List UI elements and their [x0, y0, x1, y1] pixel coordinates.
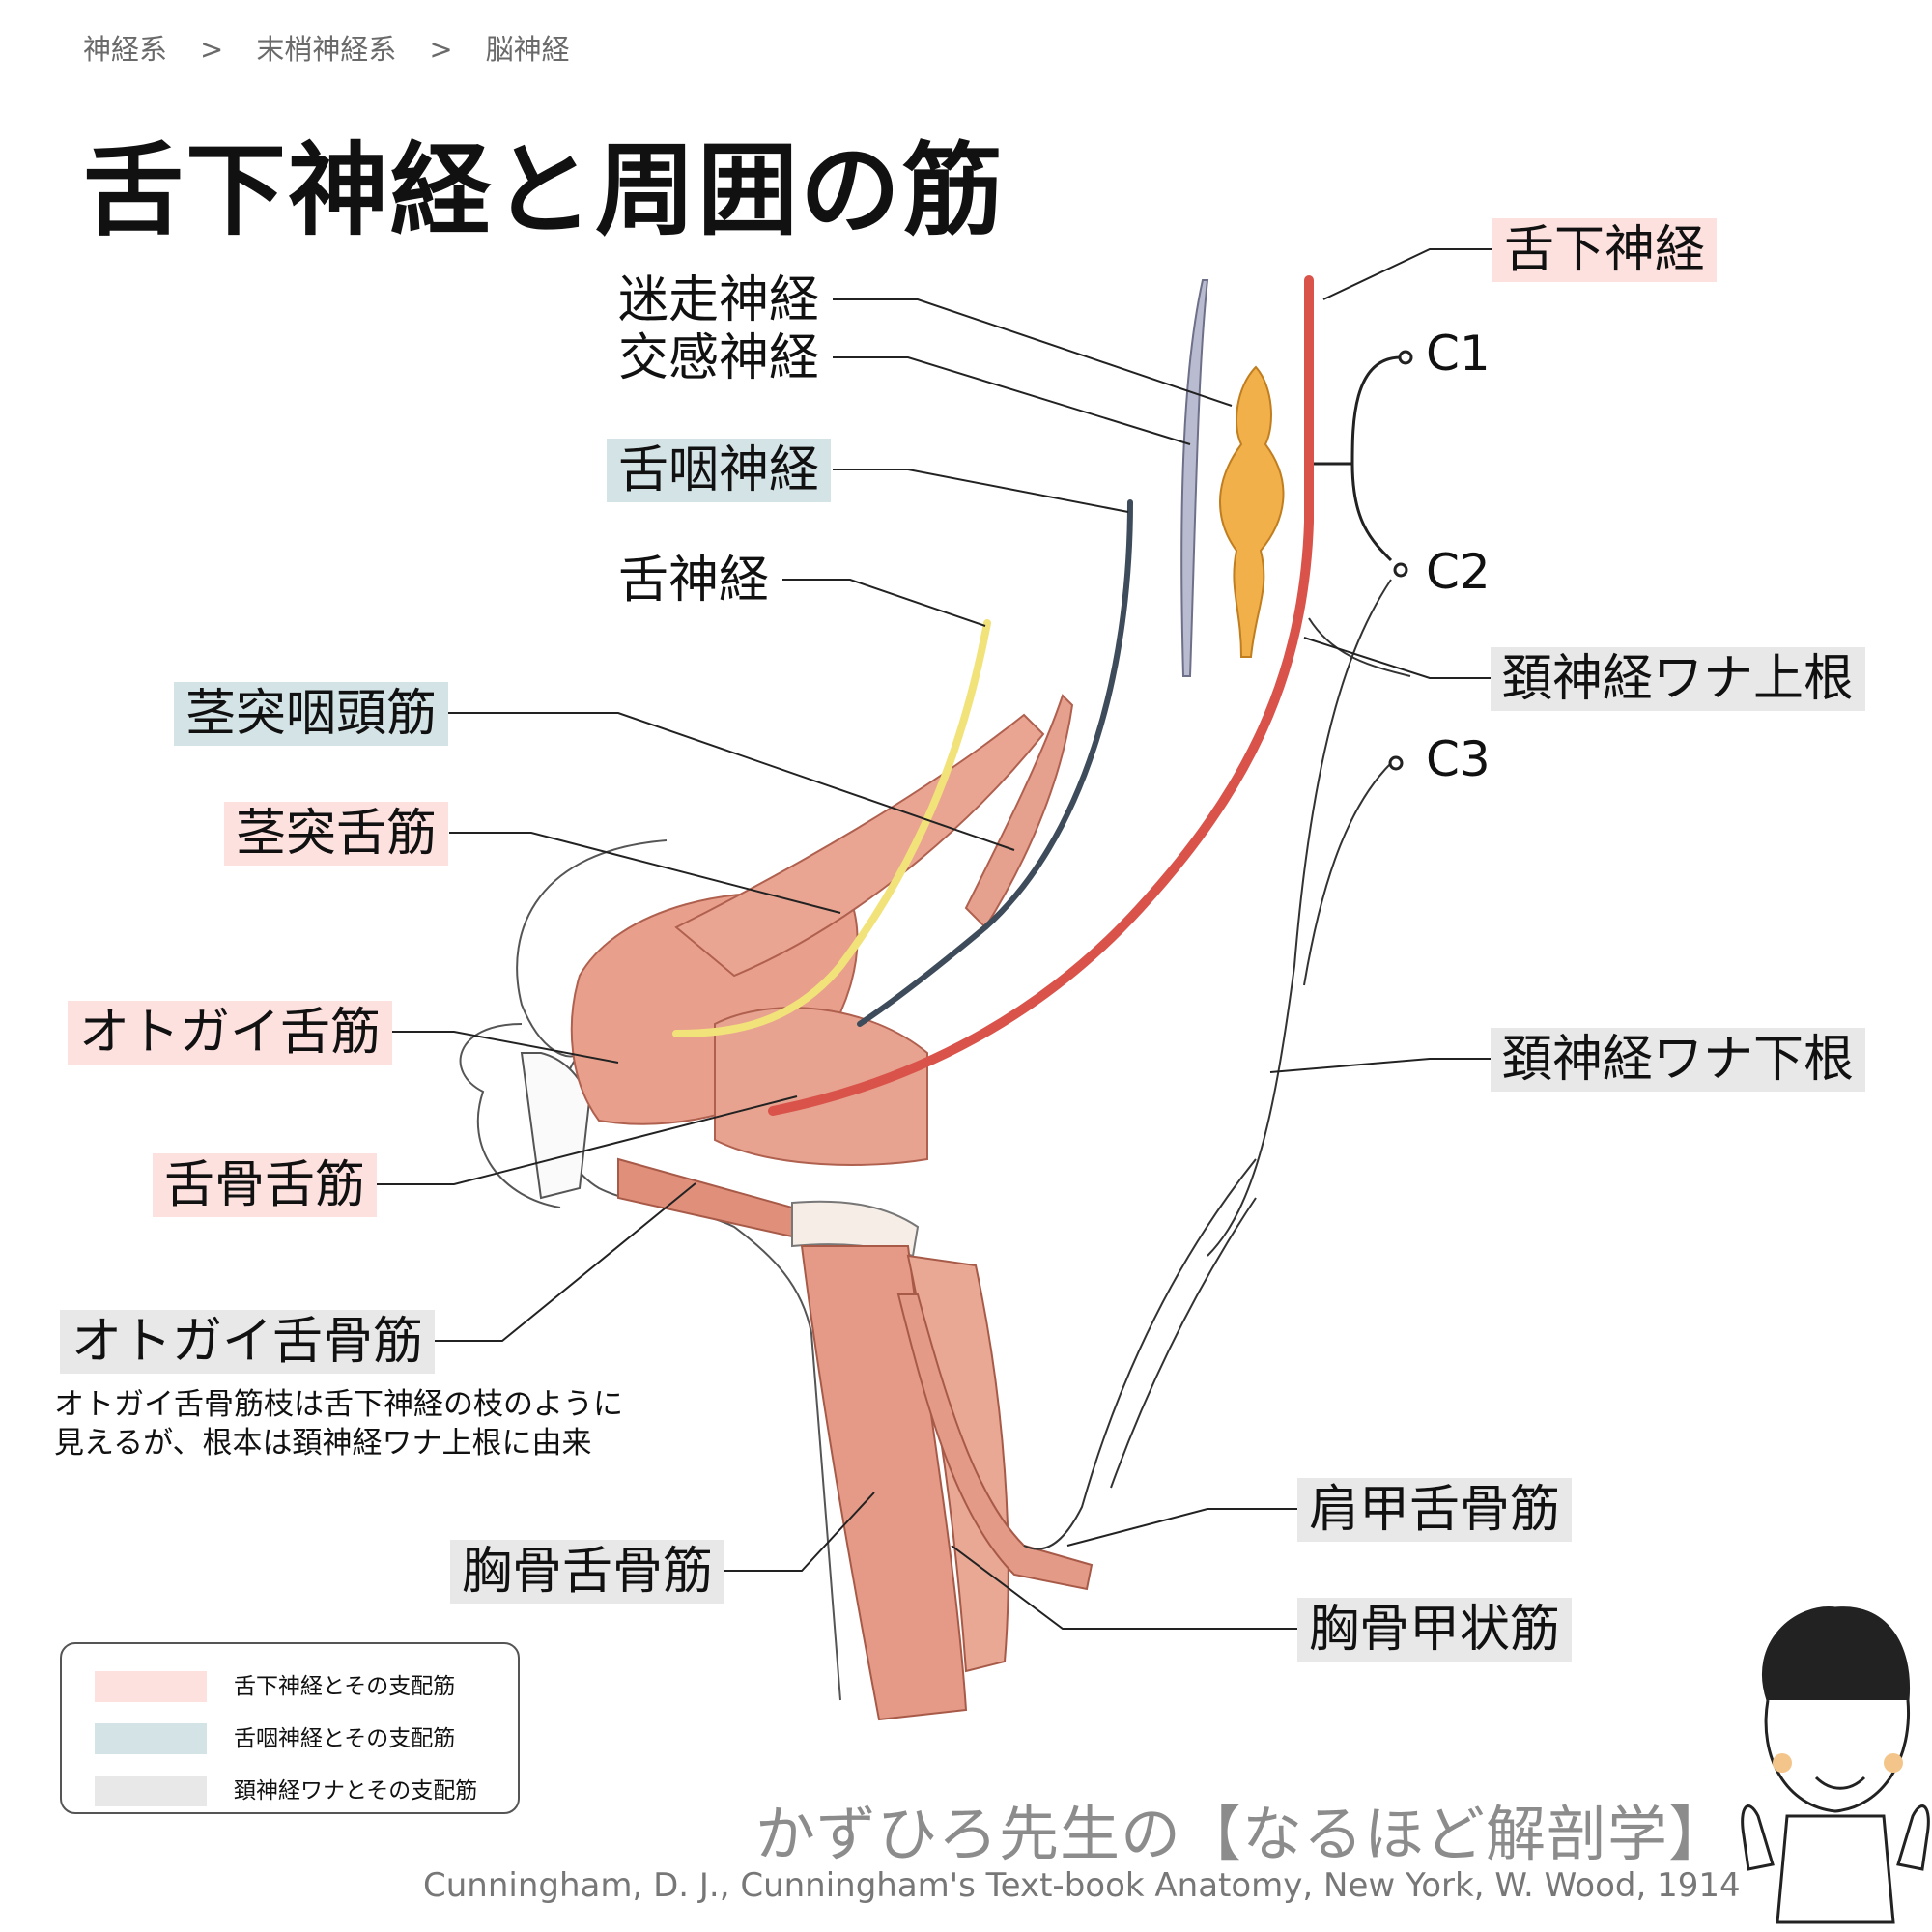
mascot-thumb-left — [1741, 1804, 1775, 1871]
c1-cut-end — [1398, 350, 1413, 365]
label-genioglossus: オトガイ舌筋 — [68, 1001, 393, 1065]
ansa-superior-root — [1308, 617, 1411, 677]
source-credit: Cunningham, D. J., Cunningham's Text-boo… — [423, 1866, 1741, 1905]
c1-root — [1350, 355, 1402, 562]
leader-sympathetic — [833, 356, 1191, 445]
leader-glossopharyngeal — [833, 469, 1129, 513]
c2-cut-end — [1393, 562, 1408, 578]
breadcrumb-item-peripheral-nervous-system[interactable]: 末梢神経系 — [256, 33, 397, 66]
label-lingual-nerve: 舌神経 — [618, 552, 770, 610]
mascot-face — [1764, 1699, 1911, 1813]
mandible — [520, 1052, 591, 1200]
breadcrumb-item-nervous-system[interactable]: 神経系 — [83, 33, 168, 66]
leader-lingual — [782, 579, 986, 627]
geniohyoid-note: オトガイ舌骨筋枝は舌下神経の枝のように 見えるが、根本は頚神経ワナ上根に由来 — [54, 1385, 623, 1463]
styloglossus-muscle — [674, 713, 1045, 978]
legend-label: 頚神経ワナとその支配筋 — [234, 1778, 478, 1804]
c3-cut-end — [1388, 755, 1404, 771]
breadcrumb-separator: > — [429, 33, 453, 66]
leader-stylopharyngeus — [444, 712, 1015, 851]
leader-superior-root — [1303, 637, 1491, 679]
label-sympathetic-nerve: 交感神経 — [618, 329, 820, 387]
note-line-2: 見えるが、根本は頚神経ワナ上根に由来 — [54, 1426, 592, 1461]
lingual-nerve — [672, 619, 991, 1037]
label-glossopharyngeal-nerve: 舌咽神経 — [607, 439, 832, 502]
label-ansa-superior-root: 頚神経ワナ上根 — [1491, 647, 1866, 711]
breadcrumb: 神経系 > 末梢神経系 > 脳神経 — [83, 27, 570, 68]
label-vagus-nerve: 迷走神経 — [618, 271, 820, 329]
mascot-illustration — [1741, 1606, 1930, 1924]
leader-lines — [377, 248, 1492, 1630]
mascot-thumb-right — [1896, 1804, 1930, 1871]
leader-inferior-root — [1269, 1058, 1491, 1073]
glossopharyngeal-nerve — [857, 499, 1133, 1027]
label-stylopharyngeus: 茎突咽頭筋 — [174, 682, 449, 746]
mascot-body — [1776, 1814, 1895, 1924]
legend-swatch-pink — [95, 1671, 207, 1702]
label-sternothyroid: 胸骨甲状筋 — [1297, 1598, 1573, 1662]
label-c3: C3 — [1426, 731, 1491, 787]
label-ansa-inferior-root: 頚神経ワナ下根 — [1491, 1028, 1866, 1092]
hyoglossus-muscle — [714, 1007, 928, 1166]
sympathetic-ganglion — [1219, 365, 1285, 658]
leader-genioglossus — [377, 1031, 619, 1064]
ansa-inferior-root — [1207, 579, 1392, 1257]
legend-label: 舌下神経とその支配筋 — [234, 1674, 456, 1699]
leader-styloglossus — [449, 832, 841, 914]
label-c1: C1 — [1426, 326, 1491, 382]
ansa-loop-inner — [1110, 1197, 1257, 1489]
leader-sternohyoid — [724, 1492, 875, 1572]
breadcrumb-item-cranial-nerves[interactable]: 脳神経 — [485, 33, 570, 66]
label-omohyoid: 肩甲舌骨筋 — [1297, 1478, 1573, 1542]
leader-vagus — [833, 298, 1233, 407]
ansa-loop — [1023, 1158, 1257, 1550]
label-hypoglossal-nerve: 舌下神経 — [1492, 218, 1718, 282]
leader-omohyoid — [1066, 1508, 1297, 1547]
vagus-nerve — [1180, 279, 1209, 677]
omohyoid-muscle — [896, 1293, 1094, 1591]
label-sternohyoid: 胸骨舌骨筋 — [450, 1540, 725, 1604]
legend-swatch-gray — [95, 1776, 207, 1806]
label-styloglossus: 茎突舌筋 — [224, 802, 449, 866]
legend: 舌下神経とその支配筋 舌咽神経とその支配筋 頚神経ワナとその支配筋 — [60, 1642, 520, 1814]
hypoglossal-nerve — [768, 275, 1314, 1116]
stylopharyngeus-muscle — [964, 694, 1074, 929]
breadcrumb-separator: > — [200, 33, 224, 66]
label-hyoglossus: 舌骨舌筋 — [153, 1153, 378, 1217]
leader-hyoglossus — [377, 1095, 798, 1185]
page-title: 舌下神経と周囲の筋 — [83, 131, 1006, 249]
mascot-hair — [1761, 1606, 1911, 1701]
leader-hypoglossal — [1322, 248, 1492, 300]
label-c2: C2 — [1426, 544, 1491, 600]
legend-label: 舌咽神経とその支配筋 — [234, 1726, 456, 1751]
leader-sternothyroid — [951, 1545, 1297, 1630]
leader-geniohyoid — [425, 1182, 696, 1342]
label-geniohyoid: オトガイ舌骨筋 — [60, 1310, 436, 1374]
legend-swatch-blue — [95, 1723, 207, 1754]
brand-name: かずひろ先生の【なるほど解剖学】 — [755, 1799, 1730, 1869]
c3-root — [1303, 762, 1392, 986]
note-line-1: オトガイ舌骨筋枝は舌下神経の枝のように — [54, 1387, 623, 1422]
